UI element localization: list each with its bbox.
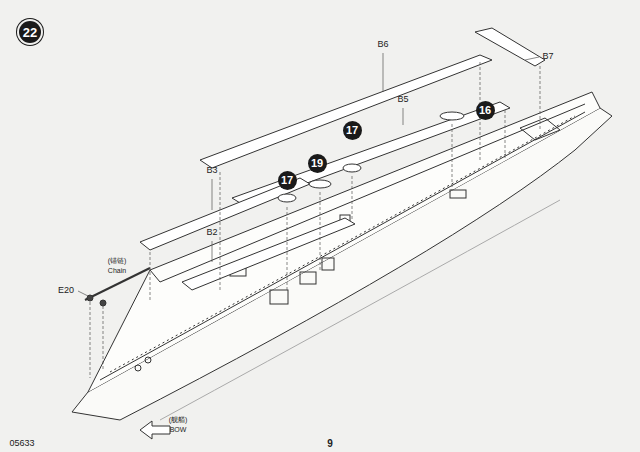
part-label: E20: [58, 286, 74, 296]
step-number: 22: [19, 21, 41, 43]
callout-text: 17: [346, 124, 358, 136]
callout-number: 17: [343, 121, 362, 140]
part-label: BOW: [170, 426, 187, 434]
part-label: Chain: [108, 267, 126, 275]
callout-text: 17: [281, 174, 293, 186]
page-number: 9: [327, 438, 333, 449]
part-label: B5: [397, 95, 408, 105]
callout-text: 19: [311, 157, 323, 169]
part-label: B3: [206, 166, 217, 176]
part-label: B2: [206, 228, 217, 238]
callout-number: 19: [308, 154, 327, 173]
kit-number: 05633: [9, 439, 34, 449]
part-label: B6: [377, 40, 388, 50]
callout-text: 22: [23, 25, 37, 40]
callout-text: 16: [479, 104, 491, 116]
callout-number: 17: [278, 171, 297, 190]
callout-number: 16: [476, 101, 495, 120]
part-label: (锚链): [108, 257, 127, 265]
part-label: (舰艏): [169, 416, 188, 424]
part-label: B7: [542, 52, 553, 62]
